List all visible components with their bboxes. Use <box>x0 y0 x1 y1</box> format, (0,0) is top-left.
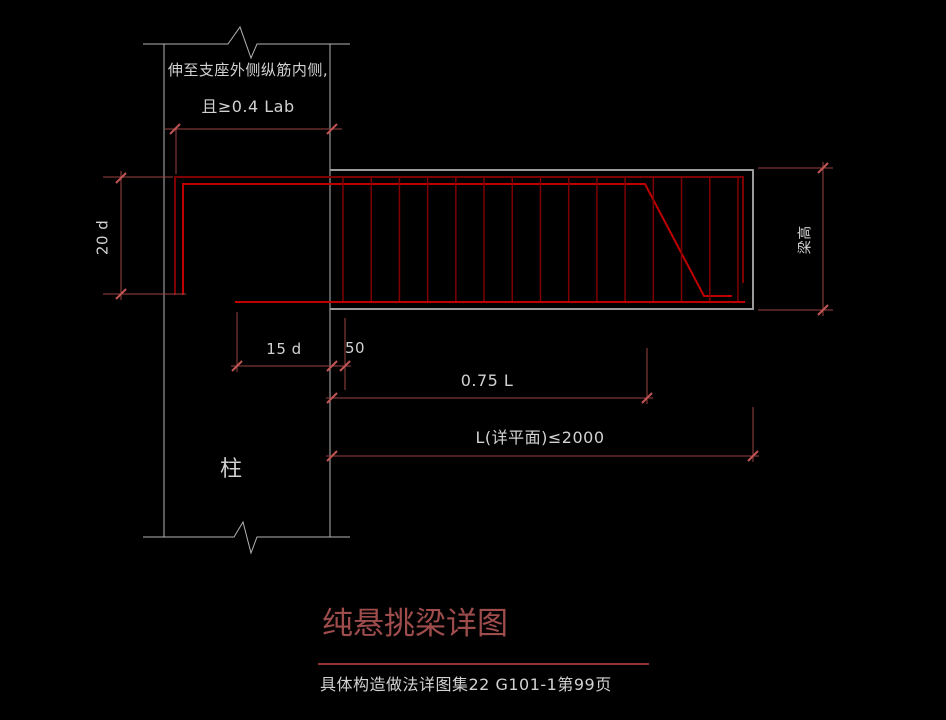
dim-tick <box>115 288 127 300</box>
dim-tick <box>817 162 829 174</box>
dim-tick <box>231 360 243 372</box>
dim-tick <box>641 392 653 404</box>
stirrup-group <box>342 178 739 301</box>
dim-text-15d: 15 d <box>266 340 302 358</box>
column-label: 柱 <box>220 457 243 482</box>
dim-tick <box>326 392 338 404</box>
dim-text-20d: 20 d <box>93 219 112 256</box>
drawing-note: 具体构造做法详图集22 G101-1第99页 <box>320 675 612 694</box>
drawing-title: 纯悬挑梁详图 <box>322 606 508 642</box>
dim-text-span: L(详平面)≤2000 <box>475 428 605 447</box>
dim-tick <box>747 450 759 462</box>
anchor-note-line2: 且≥0.4 Lab <box>201 97 295 116</box>
dim-text-075l: 0.75 L <box>460 371 514 390</box>
top-bar-bent-down <box>182 183 732 297</box>
bottom-break-line <box>143 520 350 555</box>
beam-outline <box>330 169 754 310</box>
dim-tick <box>326 123 338 135</box>
dim-tick <box>115 172 127 184</box>
dim-text-beam-depth: 梁高 <box>797 225 814 255</box>
dim-tick <box>326 360 338 372</box>
top-bar-outer <box>174 176 744 295</box>
dim-tick <box>326 450 338 462</box>
dim-tick <box>817 304 829 316</box>
top-break-line <box>143 25 350 60</box>
column-structure <box>143 25 350 555</box>
tick-group <box>115 123 829 462</box>
anchor-note-line1: 伸至支座外侧纵筋内侧, <box>167 61 329 79</box>
dim-tick <box>169 123 181 135</box>
title-underline <box>318 663 649 665</box>
dim-tick <box>339 360 351 372</box>
rebar-group <box>174 176 745 303</box>
dim-text-50: 50 <box>344 339 366 357</box>
dimension-group <box>103 123 833 462</box>
